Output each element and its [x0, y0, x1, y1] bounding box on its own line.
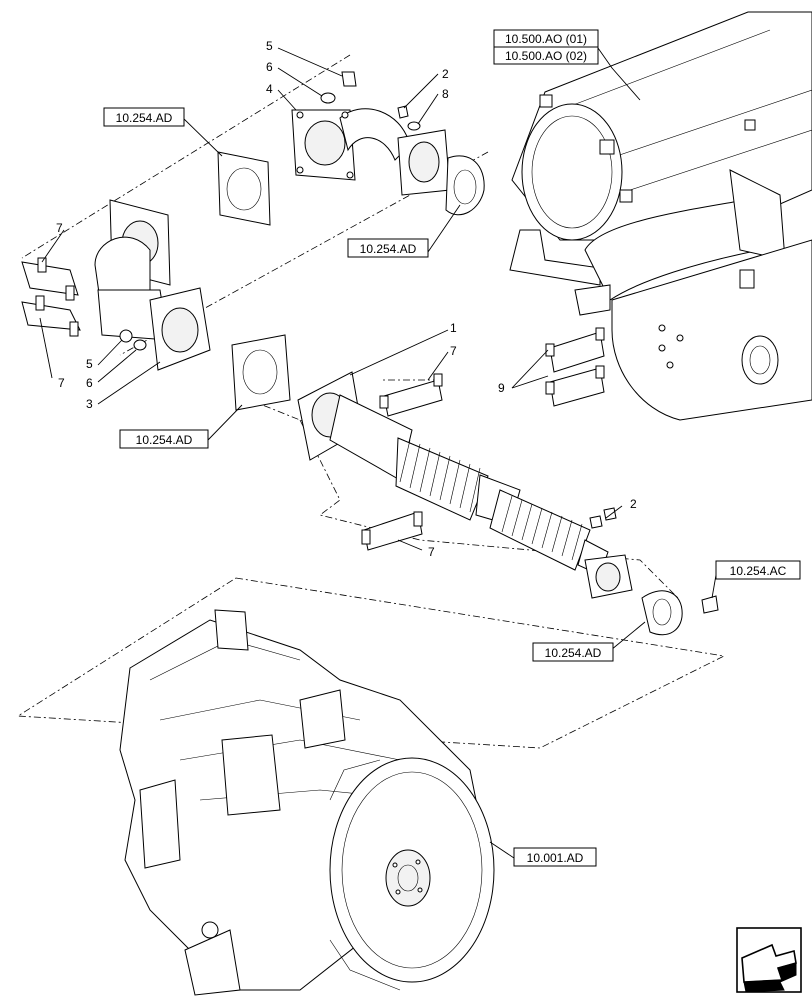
- ref-10254-ad-top-left[interactable]: 10.254.AD: [103, 107, 185, 127]
- ref-10254-ac[interactable]: 10.254.AC: [715, 560, 801, 580]
- callout-1: 1: [450, 321, 457, 335]
- flex-exhaust-pipe: [297, 371, 633, 599]
- svg-text:10.254.AD: 10.254.AD: [136, 433, 193, 447]
- clamps-bottom: [361, 511, 423, 551]
- bolt-washer-top: [320, 71, 421, 131]
- left-elbow-pipe: [94, 199, 211, 371]
- callout-7-left-bottom: 7: [58, 376, 65, 390]
- clamps-9: [545, 327, 605, 407]
- flywheel-housing: [329, 757, 495, 991]
- ref-10500-ao-02[interactable]: 10.500.AO (02): [493, 46, 599, 65]
- callouts: 5 6 4 2 8 7 5 6 3 7 1 7 9 2 7: [56, 39, 637, 559]
- ref-10500-ao-01[interactable]: 10.500.AO (01): [493, 29, 599, 48]
- ref-10254-ad-mid[interactable]: 10.254.AD: [347, 238, 429, 258]
- svg-text:10.001.AD: 10.001.AD: [527, 851, 584, 865]
- clamps-mid: [379, 373, 443, 417]
- nuts-bottom: [589, 507, 617, 529]
- svg-text:10.254.AD: 10.254.AD: [545, 646, 602, 660]
- callout-5-top: 5: [266, 39, 273, 53]
- callout-6-top: 6: [266, 60, 273, 74]
- callout-9: 9: [498, 381, 505, 395]
- ref-10254-ad-left[interactable]: 10.254.AD: [119, 429, 209, 449]
- nut-washer-left: [119, 329, 147, 351]
- callout-7-bottom: 7: [428, 545, 435, 559]
- svg-text:10.254.AD: 10.254.AD: [116, 111, 173, 125]
- dpf-muffler-assembly: [509, 11, 812, 421]
- callout-5-left: 5: [86, 357, 93, 371]
- callout-2-top: 2: [442, 67, 449, 81]
- svg-text:10.254.AD: 10.254.AD: [360, 242, 417, 256]
- gasket-upper-right: [445, 155, 485, 216]
- navigation-arrow-icon[interactable]: [736, 927, 802, 993]
- gasket-upper-left: [217, 151, 271, 226]
- ref-10254-ad-bottom[interactable]: 10.254.AD: [532, 642, 614, 662]
- svg-text:10.500.AO (01): 10.500.AO (01): [505, 32, 587, 46]
- svg-text:10.500.AO (02): 10.500.AO (02): [505, 49, 587, 63]
- svg-text:10.254.AC: 10.254.AC: [730, 564, 787, 578]
- clamps-left: [21, 257, 81, 337]
- callout-6-left: 6: [86, 376, 93, 390]
- upper-elbow-pipe: [291, 108, 451, 196]
- stud-10254ac: [701, 595, 719, 614]
- gasket-middle-left: [231, 334, 291, 411]
- callout-7-left-top: 7: [56, 221, 63, 235]
- callout-4: 4: [266, 82, 273, 96]
- callout-7-mid: 7: [450, 344, 457, 358]
- callout-2-bottom: 2: [630, 497, 637, 511]
- ref-10001-ad[interactable]: 10.001.AD: [513, 847, 597, 867]
- gasket-lower: [641, 590, 683, 636]
- callout-8: 8: [442, 87, 449, 101]
- callout-3: 3: [86, 397, 93, 411]
- leader-lines: [39, 47, 717, 859]
